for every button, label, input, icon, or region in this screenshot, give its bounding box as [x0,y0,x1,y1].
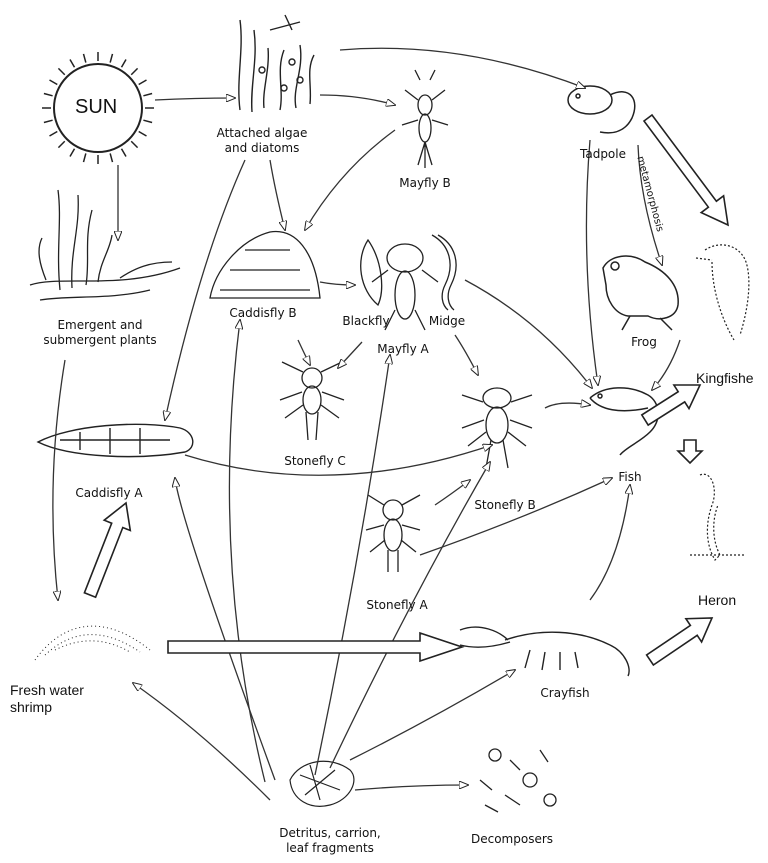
stonefly-b-label: Stonefly B [460,498,550,513]
highlight-arrows [84,115,728,665]
caddisfly-b-label: Caddisfly B [218,306,308,321]
plants-label-line2: submergent plants [30,333,170,348]
sun-ray [50,80,58,85]
block-arrow [84,503,130,597]
mayfly-a-label: Mayfly A [368,342,438,357]
trophic-arrow [455,335,478,375]
trophic-arrow [305,130,395,230]
stonefly-a-illustration [366,495,420,572]
algae-label-line2: and diatoms [212,141,312,156]
block-arrow [678,440,702,463]
detritus-label-line2: leaf fragments [260,841,400,856]
stonefly-b-illustration [462,388,532,468]
sun-ray [44,120,53,122]
mayfly-b-label: Mayfly B [395,176,455,191]
crayfish-label: Crayfish [530,686,600,701]
sun-ray [50,132,58,137]
stonefly-c-label: Stonefly C [270,454,360,469]
trophic-arrow [355,785,468,790]
sun-ray [131,141,137,147]
sun-ray [58,68,64,74]
caddisfly-b-illustration [210,232,320,298]
trophic-arrow [320,95,395,105]
sun-ray [139,132,147,137]
decomposers-illustration [480,749,556,812]
trophic-arrow [586,140,598,385]
sun-ray [143,94,152,96]
shrimp-label-line1: Fresh water [10,682,84,699]
sun-ray [139,80,147,85]
block-arrow [168,633,462,661]
kingfisher-illustration [696,245,749,340]
heron-label: Heron [698,592,736,609]
sun-ray [122,149,127,157]
trophic-arrow [175,478,275,780]
stonefly-c-illustration [280,362,344,440]
trophic-arrow [465,280,592,388]
detritus-label: Detritus, carrion, leaf fragments [260,826,400,856]
trophic-arrow [340,48,585,88]
trophic-arrow [320,282,355,285]
shrimp-label: Fresh water shrimp [10,682,84,716]
trophic-arrow [270,160,285,230]
tadpole-illustration [568,86,635,133]
plants-illustration [30,190,180,300]
algae-label: Attached algae and diatoms [212,126,312,156]
sun-ray [110,54,112,63]
shrimp-illustration [35,626,150,660]
sun-ray [44,94,53,96]
heron-illustration [690,474,745,560]
shrimp-label-line2: shrimp [10,699,84,716]
block-arrow [647,618,712,665]
trophic-arrow [590,485,630,600]
trophic-arrow [350,670,515,760]
mayfly-b-illustration [402,70,448,168]
trophic-arrow [338,342,362,368]
sun-ray [122,60,127,68]
trophic-arrow [315,355,390,775]
stonefly-a-label: Stonefly A [352,598,442,613]
tadpole-label: Tadpole [573,147,633,162]
trophic-arrow [53,360,65,600]
sun-ray [84,54,86,63]
trophic-arrow [133,683,270,800]
sun-ray [58,141,64,147]
fish-label: Fish [610,470,650,485]
caddisfly-a-label: Caddisfly A [64,486,154,501]
trophic-arrow [229,320,265,782]
detritus-illustration [290,761,354,806]
trophic-arrow [545,403,590,408]
plants-label-line1: Emergent and [30,318,170,333]
plants-label: Emergent and submergent plants [30,318,170,348]
midge-illustration [432,235,456,310]
block-arrow [642,385,700,425]
sun-ray [70,149,75,157]
trophic-arrow [420,478,612,555]
algae-illustration [239,15,314,112]
sun-ray [84,153,86,162]
sun-label: SUN [75,96,117,119]
trophic-arrow [298,340,310,365]
blackfly-illustration [361,240,382,305]
kingfisher-label: Kingfishe [696,370,754,387]
decomposers-label: Decomposers [462,832,562,847]
sun-ray [70,60,75,68]
crayfish-illustration [460,627,629,676]
algae-label-line1: Attached algae [212,126,312,141]
sun-ray [131,68,137,74]
caddisfly-a-illustration [38,424,193,456]
frog-illustration [603,256,678,330]
frog-label: Frog [624,335,664,350]
midge-label: Midge [422,314,472,329]
trophic-arrow [155,98,235,100]
sun-ray [143,120,152,122]
sun-ray [110,153,112,162]
detritus-label-line1: Detritus, carrion, [260,826,400,841]
blackfly-label: Blackfly [336,314,396,329]
